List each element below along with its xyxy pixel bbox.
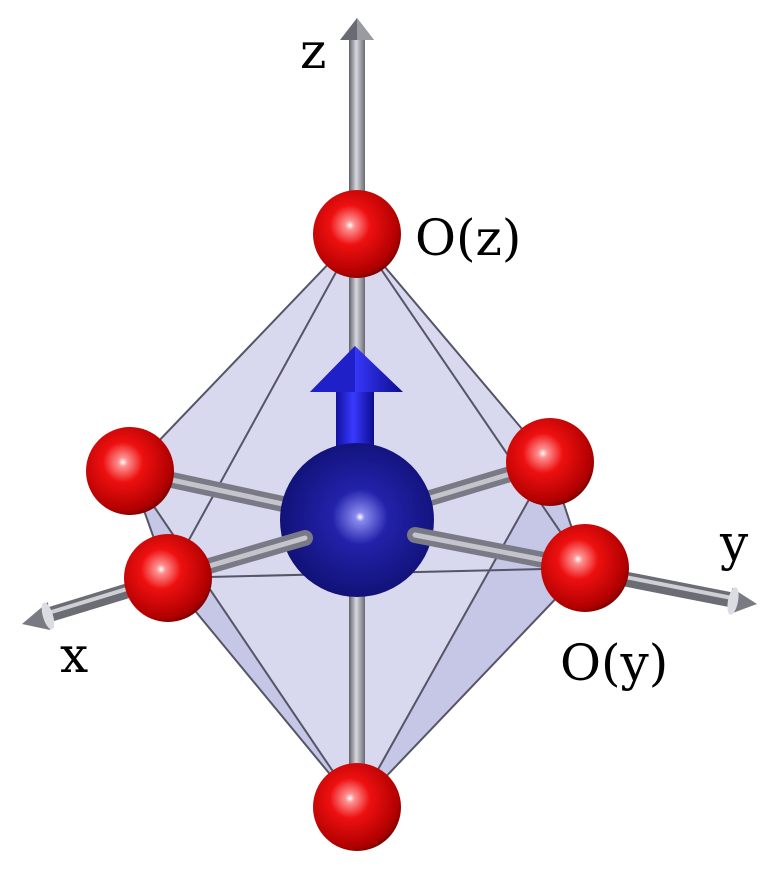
z-axis-label: z [300, 22, 326, 80]
oxygen-atom-z [313, 190, 401, 278]
oxygen-atom-x [124, 534, 212, 622]
vertical-bonds [349, 270, 365, 780]
z-axis [340, 18, 374, 240]
y-axis [618, 570, 757, 615]
oxygen-atom-bottom [313, 763, 401, 851]
oxygen-atom-back-left [86, 427, 174, 515]
x-axis-label: x [60, 626, 88, 684]
oxygen-atom-back-right [506, 418, 594, 506]
lower-right-face [357, 462, 585, 807]
moment-arrow-icon [310, 346, 403, 452]
central-metal-atom [280, 443, 434, 597]
x-axis [22, 582, 133, 630]
oxygen-atom-y [541, 524, 629, 612]
y-axis-label: y [719, 514, 749, 572]
octahedron-edges [129, 233, 586, 808]
oxygen-y-label: O(y) [560, 634, 668, 692]
oxygen-z-label: O(z) [415, 209, 521, 267]
